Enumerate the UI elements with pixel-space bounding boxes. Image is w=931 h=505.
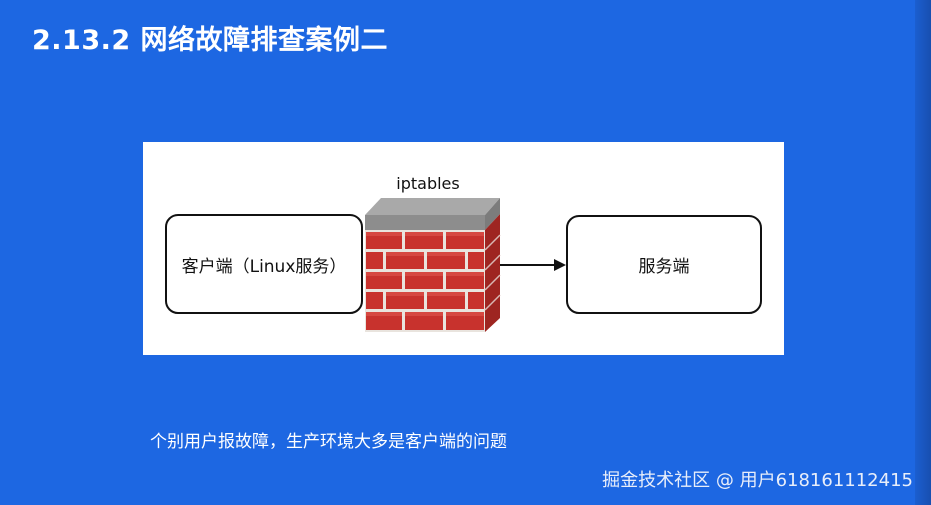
- server-node: 服务端: [566, 215, 762, 314]
- right-edge-band: [915, 0, 931, 505]
- watermark: 掘金技术社区 @ 用户618161112415: [602, 470, 913, 491]
- diagram-canvas: [365, 198, 566, 332]
- client-node: 客户端（Linux服务）: [165, 214, 363, 314]
- slide-title: 2.13.2 网络故障排查案例二: [32, 25, 389, 56]
- server-label: 服务端: [638, 257, 690, 277]
- brick-wall-icon: [365, 198, 501, 332]
- client-label: 客户端（Linux服务）: [181, 256, 347, 277]
- firewall-label: iptables: [396, 174, 460, 193]
- arrow-head: [554, 259, 566, 271]
- diagram-panel: iptables 客户端（Linux服务） 服务端: [143, 142, 784, 355]
- caption-text: 个别用户报故障，生产环境大多是客户端的问题: [150, 432, 507, 452]
